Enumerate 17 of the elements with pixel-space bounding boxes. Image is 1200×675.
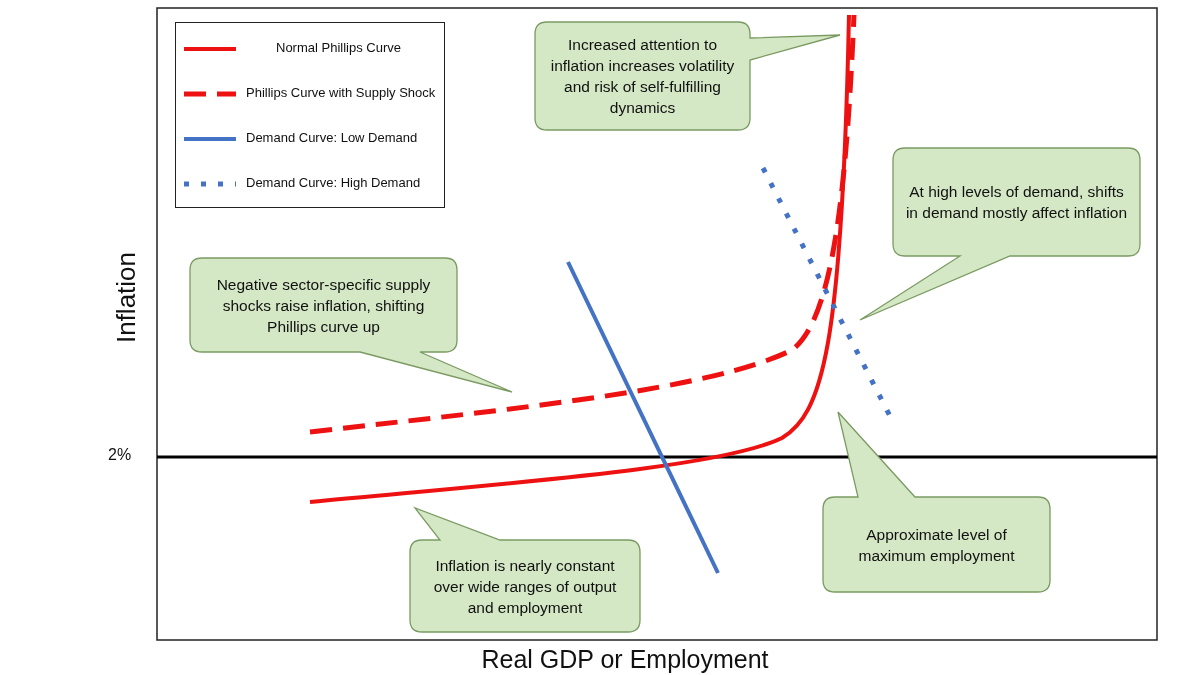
callout-text: Inflation is nearly constant over wide ranges of output and employment [432,555,618,618]
axis-title: Inflation [110,250,142,346]
callout-bubble [858,146,1142,322]
legend-text: Demand Curve: Low Demand [246,130,418,145]
callout-bubble [188,256,514,394]
callout-bubble [533,20,842,132]
axis-title: Real GDP or Employment [480,645,770,674]
legend-text: Phillips Curve with Supply Shock [246,85,436,100]
callout-bubble [821,410,1052,594]
legend-text: Normal Phillips Curve [276,40,401,55]
callout-bubble [408,506,642,634]
tick-label: 2% [108,446,132,464]
callout-text: At high levels of demand, shifts in demand mostly affect inflation [904,182,1129,223]
callout-text: Increased attention to inflation increases volatility and risk of self-fulfilling dynamics [549,35,736,118]
callout-text: Negative sector-specific supply shocks raise inflation, shifting Phillips curve up [215,274,432,337]
legend-text: Demand Curve: High Demand [246,175,421,190]
callout-text: Approximate level of maximum employment [857,524,1016,566]
